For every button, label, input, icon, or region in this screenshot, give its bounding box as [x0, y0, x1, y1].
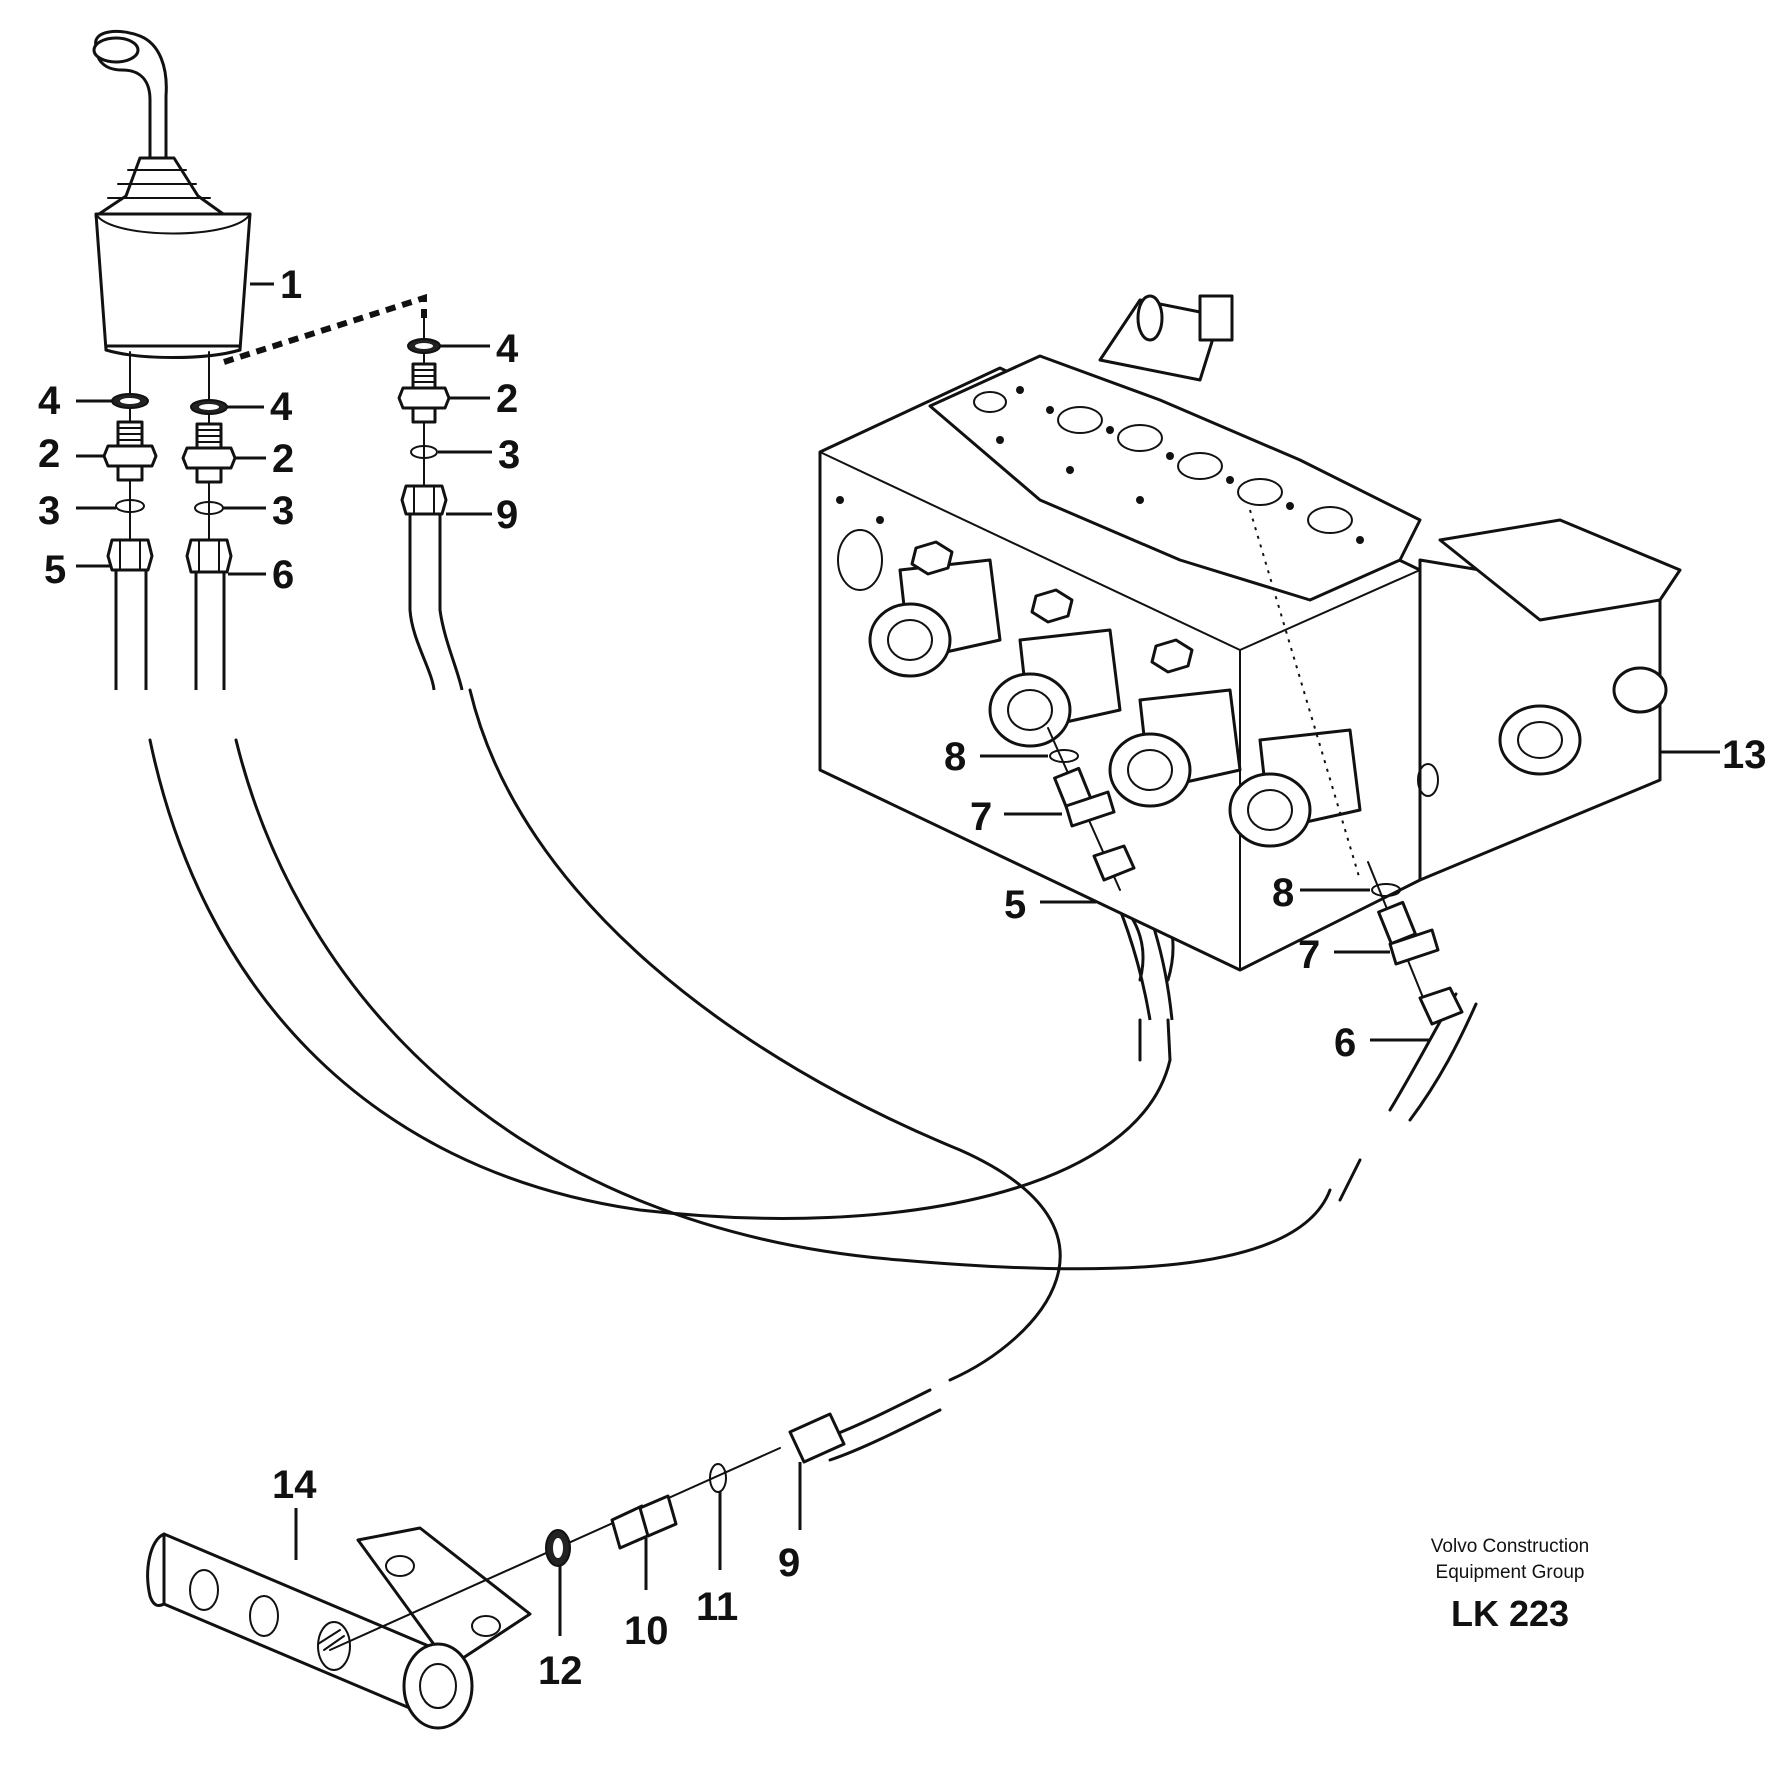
callout-2-middle: 2 — [272, 437, 294, 481]
credit-line-1: Volvo Construction — [1430, 1536, 1590, 1557]
callout-10: 10 — [624, 1609, 669, 1653]
callout-2-right: 2 — [496, 377, 518, 421]
callout-7-left: 7 — [970, 795, 992, 839]
callout-3-right: 3 — [498, 433, 520, 477]
manifold-block — [146, 1526, 532, 1730]
callout-5-left: 5 — [44, 548, 66, 592]
callout-14: 14 — [272, 1463, 317, 1507]
solenoid-1 — [868, 558, 1002, 678]
callout-7-right: 7 — [1298, 933, 1320, 977]
solenoid-2 — [988, 628, 1122, 748]
callout-12: 12 — [538, 1649, 583, 1693]
callout-8-left: 8 — [944, 735, 966, 779]
callout-1: 1 — [280, 263, 302, 307]
control-valve-block — [818, 294, 1682, 972]
diagram-code: LK 223 — [1450, 1593, 1570, 1634]
solenoid-3 — [1108, 688, 1242, 808]
callout-4-left: 4 — [38, 379, 61, 423]
callout-2-left: 2 — [38, 432, 60, 476]
fitting-stack-middle — [181, 351, 237, 690]
fitting-stack-right — [397, 317, 464, 691]
callout-13: 13 — [1722, 733, 1767, 777]
fitting-stack-left — [102, 351, 158, 690]
publisher-credit: Volvo Construction Equipment Group LK 22… — [1400, 1534, 1620, 1636]
callout-9-top: 9 — [496, 493, 518, 537]
callout-3-left: 3 — [38, 489, 60, 533]
callout-6-right: 6 — [1334, 1021, 1356, 1065]
hoses — [148, 688, 1478, 1464]
credit-line-2: Equipment Group — [1435, 1562, 1585, 1583]
leader-lines — [76, 282, 1720, 1636]
bottom-fitting-chain — [329, 1447, 781, 1651]
callout-4-middle: 4 — [270, 385, 293, 429]
callout-3-middle: 3 — [272, 489, 294, 533]
valve-fitting-right — [1367, 861, 1464, 1026]
solenoid-4 — [1228, 728, 1362, 848]
callouts: 1 4 2 3 5 4 2 3 6 4 2 3 9 8 7 5 8 7 6 13… — [38, 263, 1767, 1693]
callout-6-left: 6 — [272, 553, 294, 597]
callout-8-right: 8 — [1272, 871, 1294, 915]
valve-fitting-left — [1047, 727, 1136, 891]
callout-5-right: 5 — [1004, 883, 1026, 927]
callout-11: 11 — [696, 1585, 738, 1629]
control-lever — [92, 29, 427, 365]
callout-9-bottom: 9 — [778, 1541, 800, 1585]
callout-4-right: 4 — [496, 327, 519, 371]
